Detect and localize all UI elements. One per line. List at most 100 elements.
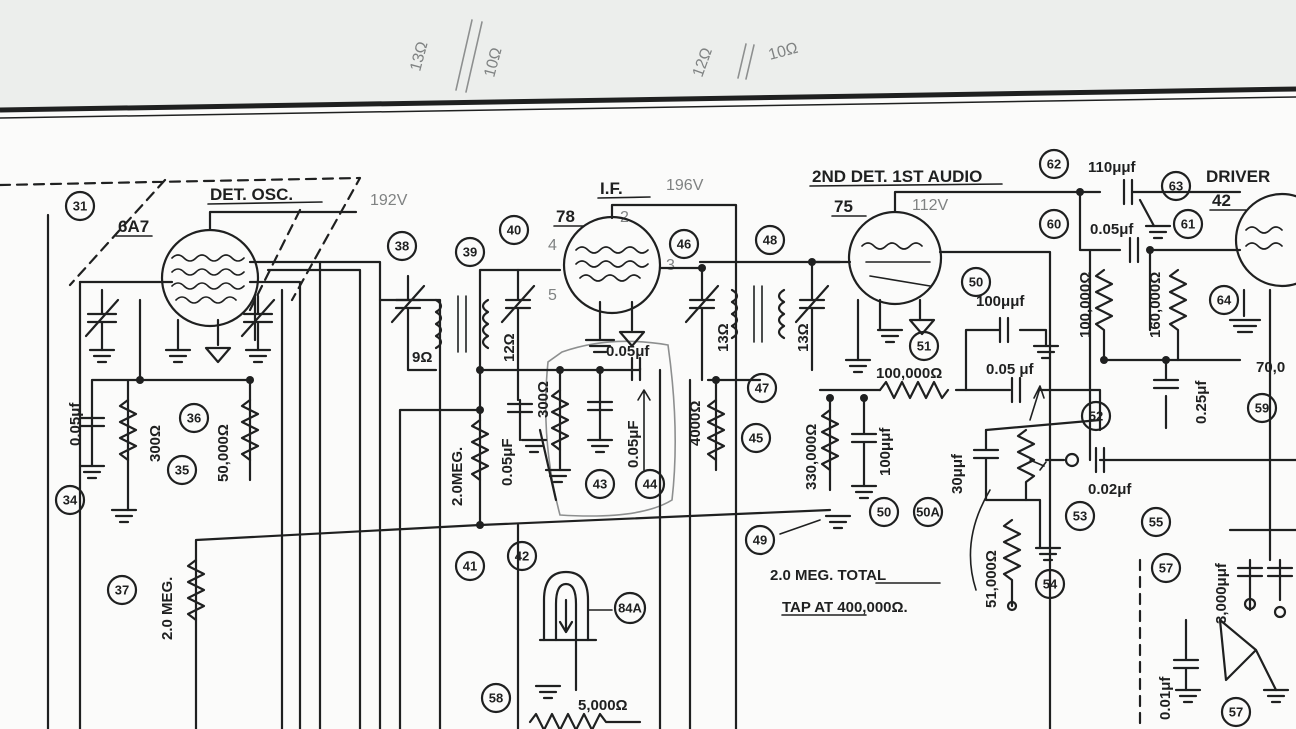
trimmer-cap-right — [240, 294, 276, 352]
svg-text:41: 41 — [463, 559, 477, 574]
pencil-outline-box — [544, 340, 676, 517]
callout-57-top: 57 — [1150, 552, 1182, 584]
det-osc-title: DET. OSC. — [210, 185, 293, 204]
label-c-41: 0.05μF — [499, 438, 516, 486]
svg-text:59: 59 — [1255, 401, 1269, 416]
svg-text:49: 49 — [753, 533, 767, 548]
callout-48: 48 — [754, 224, 786, 256]
callout-50-top: 50 — [960, 266, 992, 298]
callout-35: 35 — [166, 454, 198, 486]
svg-text:57: 57 — [1229, 705, 1243, 720]
tube-42-label: 42 — [1212, 191, 1231, 210]
terminal-002 — [1064, 452, 1080, 468]
svg-text:50: 50 — [877, 505, 891, 520]
wire-tap-54 — [969, 489, 991, 591]
wire-if2-bus — [688, 260, 842, 729]
svg-text:36: 36 — [187, 411, 201, 426]
wire-cathode-row — [90, 378, 252, 512]
svg-text:39: 39 — [463, 245, 477, 260]
svg-text:63: 63 — [1169, 179, 1183, 194]
wire-driver-bus — [1078, 190, 1242, 462]
label-c-110: 110μμf — [1088, 159, 1137, 176]
tube-6a7 — [78, 210, 382, 729]
svg-text:57: 57 — [1159, 561, 1173, 576]
ground-lamp — [534, 684, 562, 700]
tube-75 — [810, 190, 1102, 729]
label-r-300-43: 300Ω — [535, 381, 552, 418]
cap-c62 — [1122, 178, 1242, 206]
svg-text:44: 44 — [643, 477, 658, 492]
pencil-voltage-112: 112V — [912, 197, 949, 214]
callout-59: 59 — [1246, 392, 1278, 424]
svg-text:55: 55 — [1149, 515, 1163, 530]
callout-37: 37 — [106, 574, 138, 606]
callout-55: 55 — [1140, 506, 1172, 538]
volume-tap-label: TAP AT 400,000Ω. — [782, 599, 908, 616]
svg-text:37: 37 — [115, 583, 129, 598]
callout-54: 54 — [1034, 568, 1066, 600]
callout-53: 53 — [1064, 500, 1096, 532]
label-c34: 0.05μf — [67, 402, 84, 446]
junction-dots — [136, 188, 1170, 529]
resistor-5000 — [528, 712, 642, 729]
label-c-30: 30μμf — [949, 453, 966, 494]
wire-left-verticals — [398, 368, 662, 729]
wire-driver-right — [1228, 288, 1296, 612]
cap-c41 — [506, 402, 534, 414]
callout-50a: 50A — [912, 496, 944, 528]
cap-c63 — [1128, 236, 1140, 264]
callout-49: 49 — [744, 524, 776, 556]
label-c-025: 0.25μf — [1193, 380, 1210, 424]
wire-75-grid — [856, 298, 1048, 392]
svg-text:43: 43 — [593, 477, 607, 492]
callout-46: 46 — [668, 228, 700, 260]
label-c-002: 0.02μf — [1088, 481, 1132, 498]
wire-pointer-49 — [779, 519, 821, 535]
callout-50-bottom: 50 — [868, 496, 900, 528]
pencil-pin-5: 5 — [548, 287, 557, 304]
label-r-100000-60: 100,000Ω — [1077, 272, 1094, 338]
svg-text:51: 51 — [917, 339, 931, 354]
callout-40: 40 — [498, 214, 530, 246]
cap-c34 — [78, 416, 106, 428]
svg-text:60: 60 — [1047, 217, 1061, 232]
pencil-note-parallel-2 — [737, 43, 755, 80]
label-r-160000: 160,000Ω — [1147, 272, 1164, 338]
label-r-51000: 51,000Ω — [983, 550, 1000, 608]
wire-driver-cathode — [1102, 288, 1246, 430]
callout-42: 42 — [506, 540, 538, 572]
callout-41: 41 — [454, 550, 486, 582]
driver-title: DRIVER — [1206, 167, 1270, 186]
svg-text:62: 62 — [1047, 157, 1061, 172]
svg-text:58: 58 — [489, 691, 503, 706]
ground-symbols-75 — [824, 318, 1062, 562]
label-c-52: 0.05 μf — [986, 361, 1035, 378]
svg-text:50A: 50A — [916, 505, 940, 520]
resistor-300-43 — [550, 388, 570, 452]
callout-34: 34 — [54, 484, 86, 516]
cap-c-001 — [1172, 618, 1200, 692]
cap-if-005 — [630, 356, 642, 382]
label-r-300: 300Ω — [147, 425, 164, 462]
label-r-2meg-37: 2.0 MEG. — [159, 577, 176, 640]
tube-6a7-label: 6A7 — [118, 217, 149, 236]
callout-39: 39 — [454, 236, 486, 268]
svg-text:52: 52 — [1089, 409, 1103, 424]
cap-c52 — [1010, 376, 1022, 404]
arrow-52 — [1029, 385, 1045, 421]
resistor-300 — [118, 398, 138, 462]
det-audio-underline — [809, 183, 1003, 187]
resistor-100000 — [878, 380, 950, 400]
resistor-2meg-37 — [186, 558, 206, 622]
det-audio-title: 2ND DET. 1ST AUDIO — [812, 167, 982, 186]
svg-text:45: 45 — [749, 431, 763, 446]
svg-text:34: 34 — [63, 493, 78, 508]
callout-51: 51 — [908, 330, 940, 362]
svg-text:84A: 84A — [618, 601, 642, 616]
callout-57-bottom: 57 — [1220, 696, 1252, 728]
shield-dashed — [0, 176, 362, 312]
pencil-note-13: 13Ω — [407, 40, 431, 73]
label-r-100000: 100,000Ω — [876, 365, 942, 382]
arrow-44 — [637, 389, 651, 471]
